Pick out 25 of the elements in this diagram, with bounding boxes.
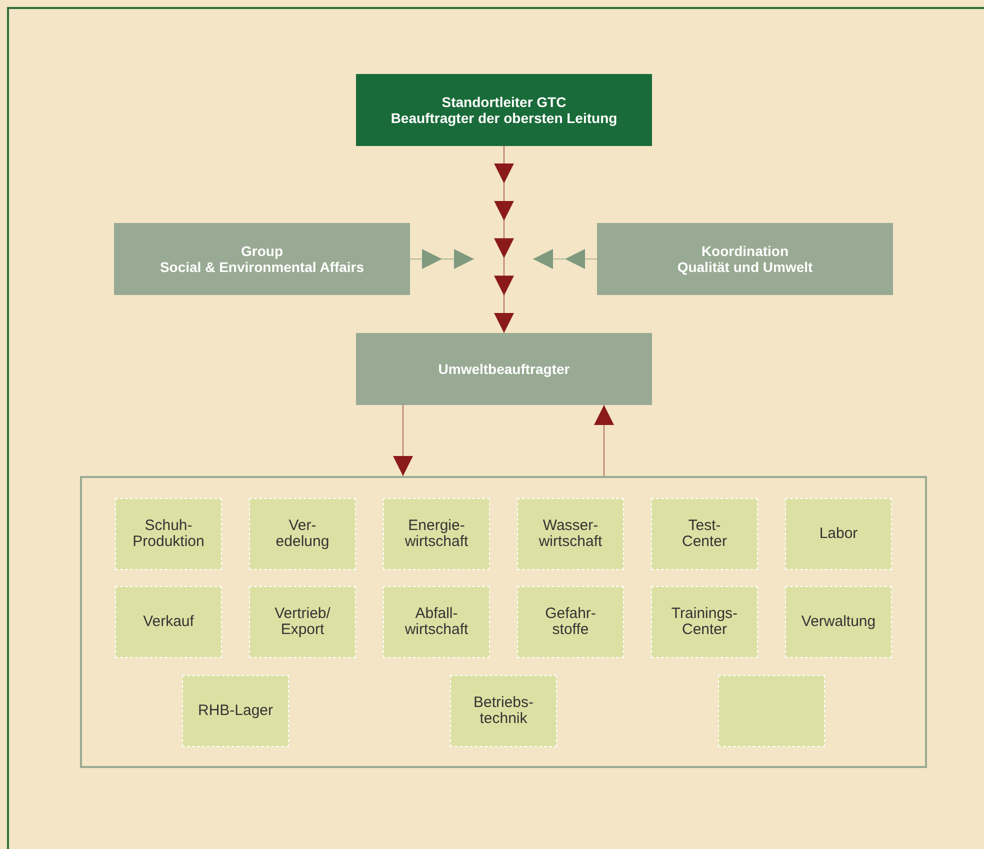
department-box: Verwaltung (785, 586, 892, 658)
chevron-arrow (494, 146, 514, 334)
department-box: Trainings- Center (651, 586, 758, 658)
role-box: Koordination Qualität und Umwelt (597, 223, 893, 295)
leadership-box: Standortleiter GTC Beauftragter der obersten Leitung (356, 74, 652, 146)
department-box: Verkauf (115, 586, 222, 658)
chevron-arrow (393, 404, 413, 476)
role-box: Group Social & Environmental Affairs (114, 223, 410, 295)
chevron-arrow (532, 249, 598, 269)
department-box: Gefahr- stoffe (517, 586, 624, 658)
department-box: Betriebs- technik (450, 675, 557, 747)
department-box: Abfall- wirtschaft (383, 586, 490, 658)
department-box: Energie- wirtschaft (383, 498, 490, 570)
department-box (718, 675, 825, 747)
department-box: Labor (785, 498, 892, 570)
department-box: Vertrieb/ Export (249, 586, 356, 658)
department-box: Schuh- Produktion (115, 498, 222, 570)
department-group-frame (80, 476, 927, 768)
department-box: Test- Center (651, 498, 758, 570)
department-box: RHB-Lager (182, 675, 289, 747)
department-box: Ver- edelung (249, 498, 356, 570)
role-box: Umweltbeauftragter (356, 333, 652, 405)
chevron-arrow (594, 404, 614, 476)
chevron-arrow (410, 249, 474, 269)
department-box: Wasser- wirtschaft (517, 498, 624, 570)
